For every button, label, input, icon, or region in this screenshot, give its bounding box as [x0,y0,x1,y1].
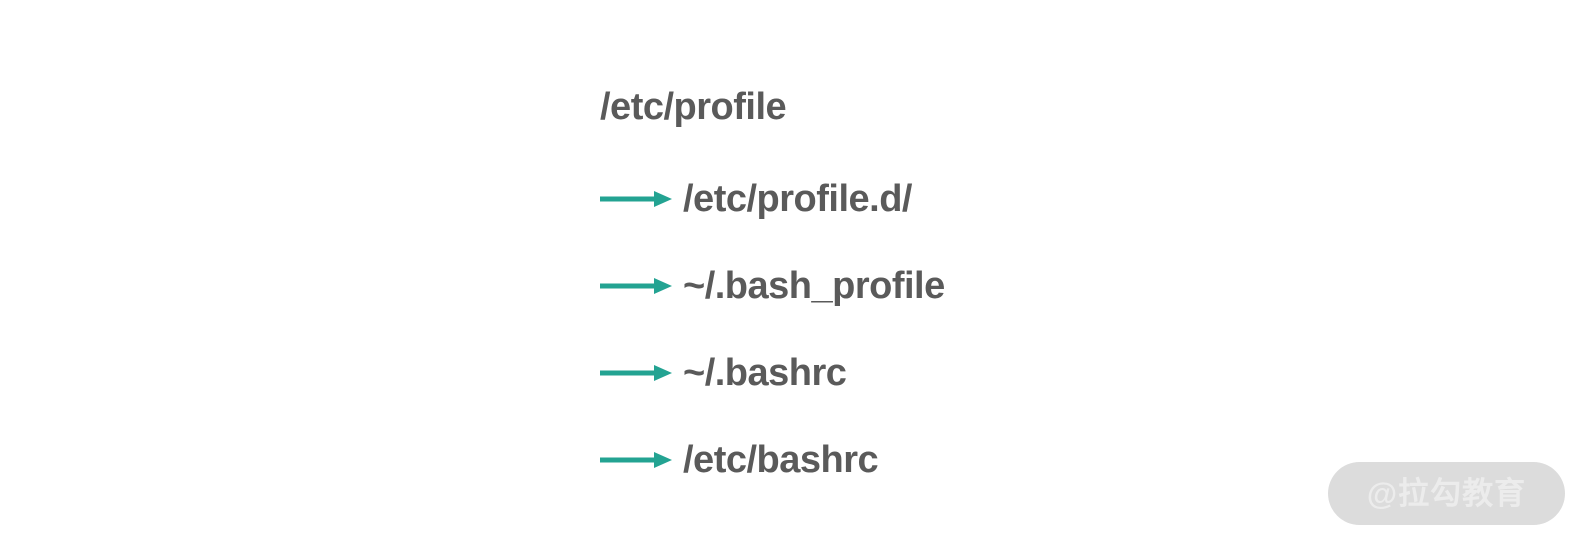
child-node-label: /etc/profile.d/ [683,178,912,220]
watermark-label: @拉勾教育 [1366,476,1527,511]
diagram-row: ~/.bash_profile [600,263,945,309]
diagram-row: /etc/bashrc [600,437,879,483]
arrow-right-icon [600,189,672,209]
diagram-row: ~/.bashrc [600,350,847,396]
child-node-label: /etc/bashrc [683,439,879,481]
diagram-row: /etc/profile.d/ [600,176,912,222]
arrow-right-icon [600,363,672,383]
arrow-right-icon [600,276,672,296]
child-node-label: ~/.bash_profile [683,265,945,307]
root-node-label: /etc/profile [600,86,787,128]
watermark-badge: @拉勾教育 [1328,462,1565,525]
child-node-label: ~/.bashrc [683,352,847,394]
arrow-right-icon [600,450,672,470]
